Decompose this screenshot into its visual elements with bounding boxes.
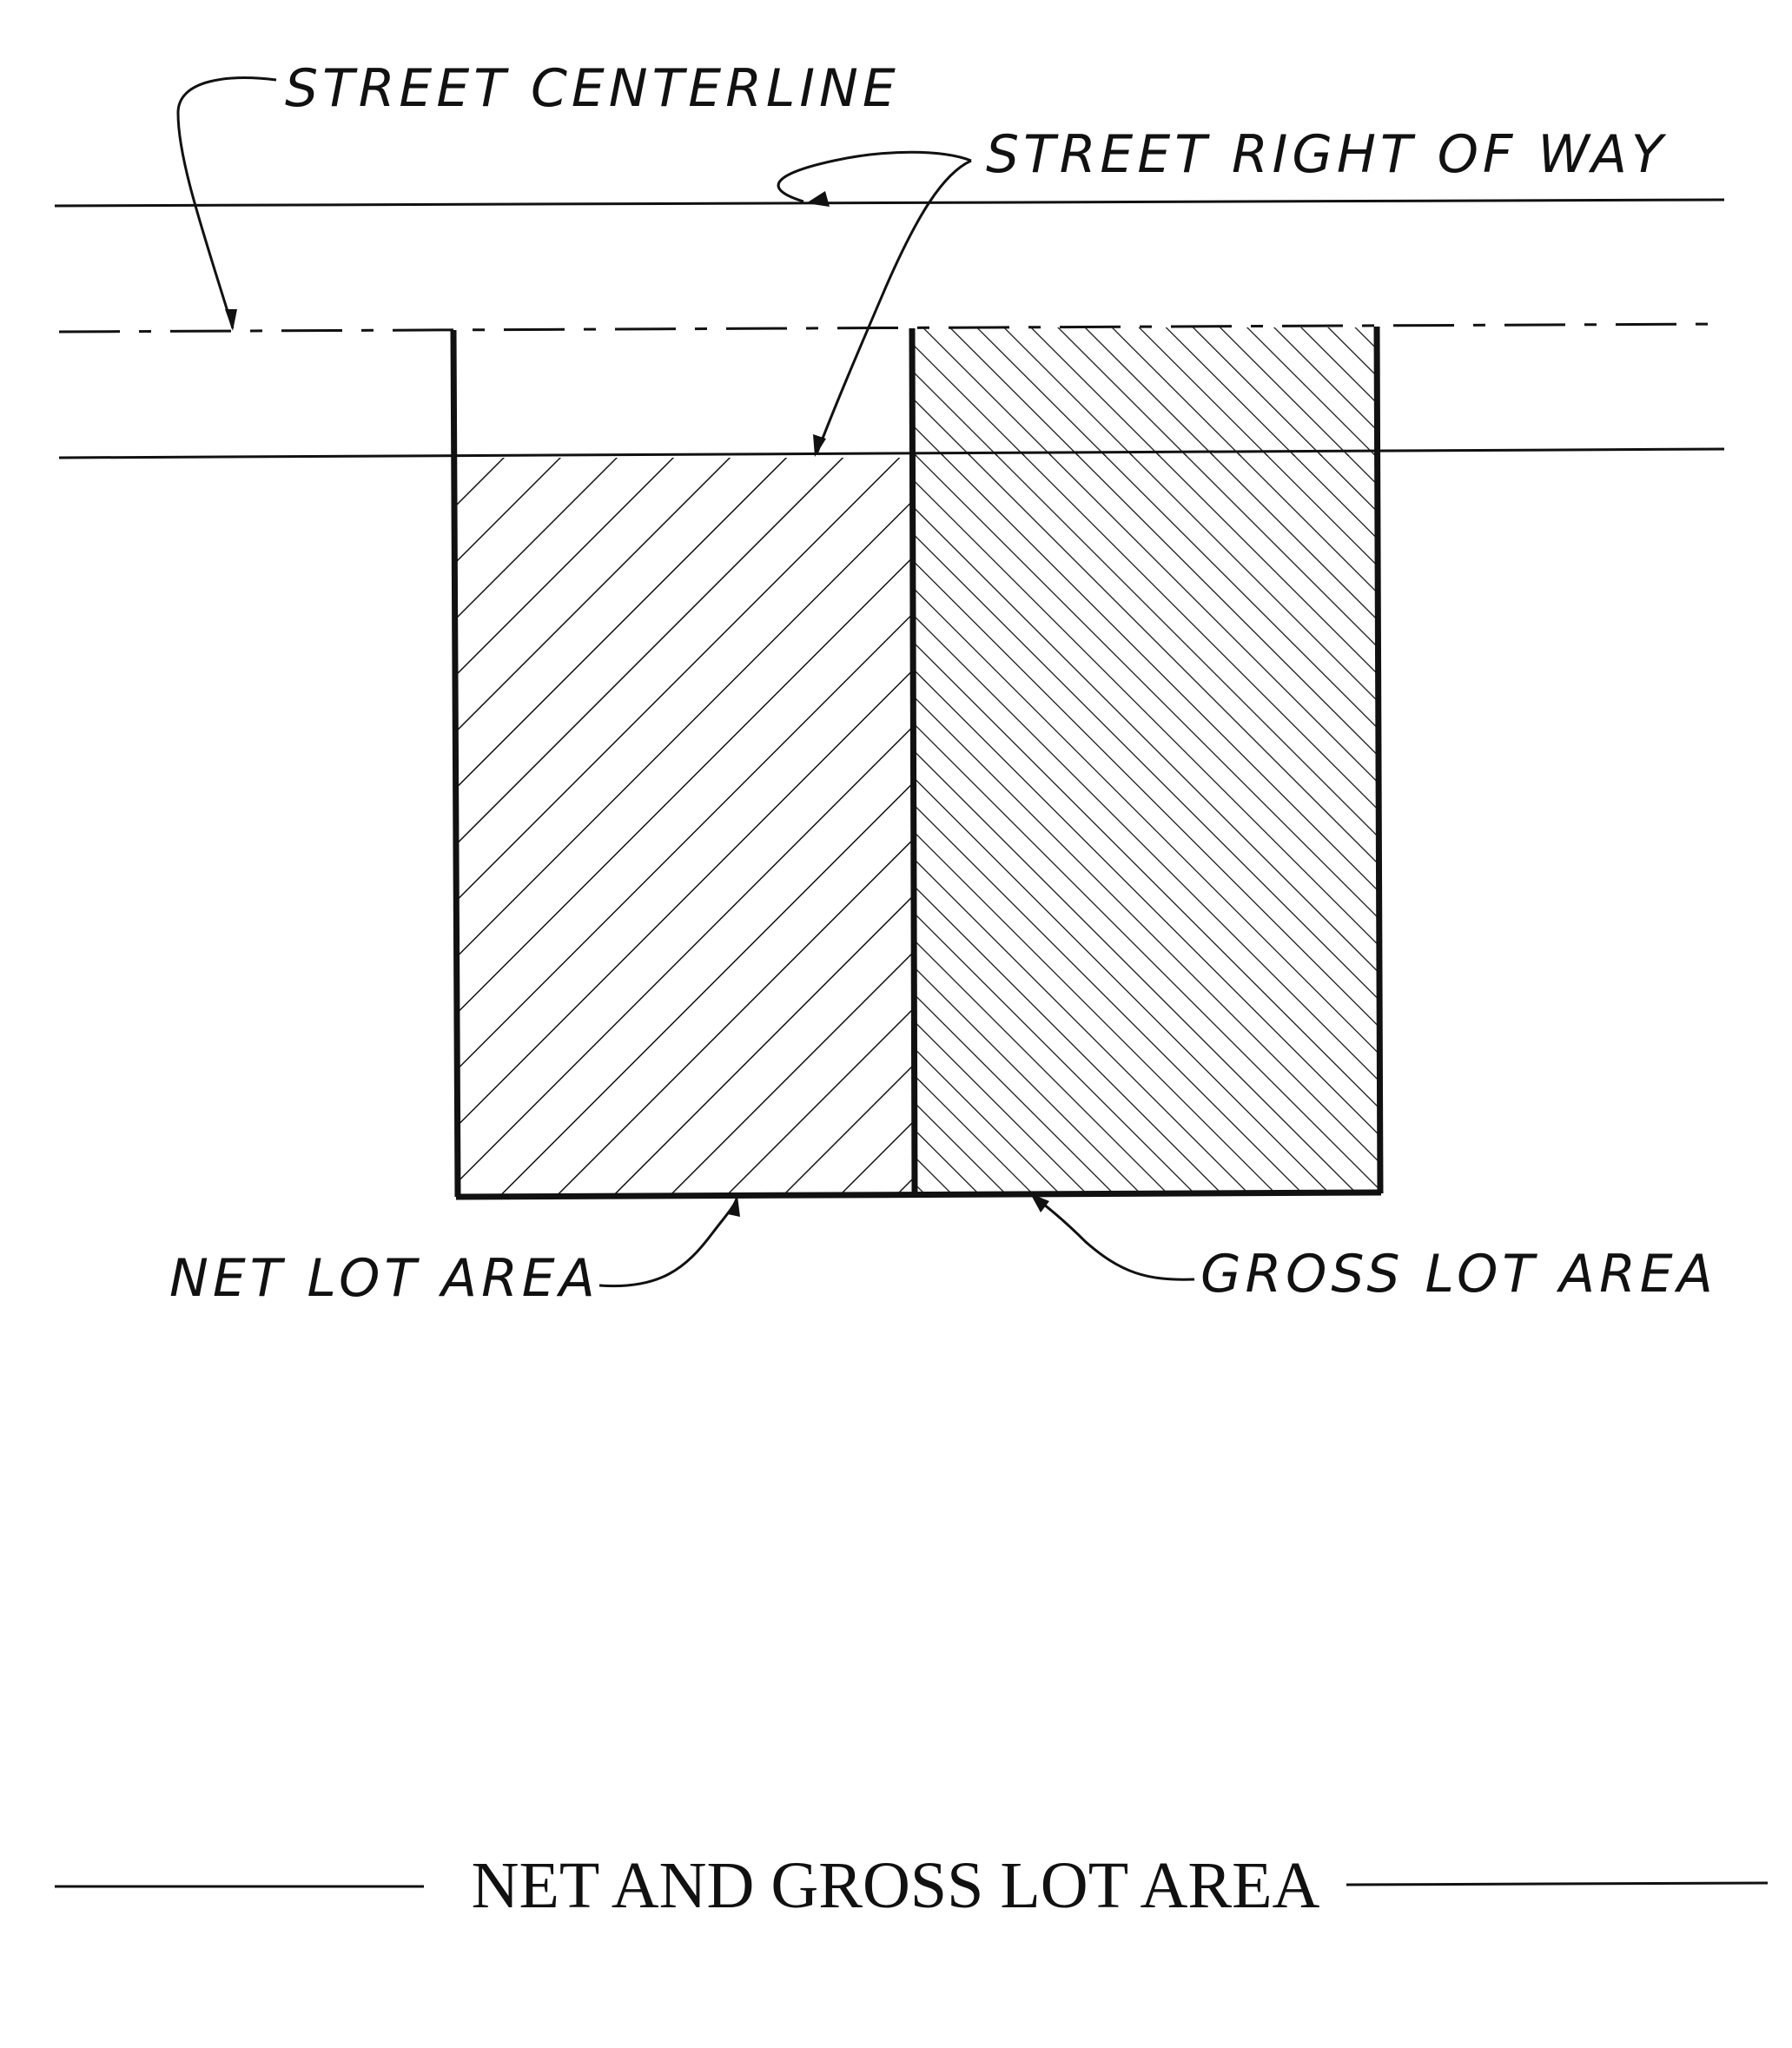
lot-right-boundary — [1373, 326, 1384, 1194]
right-of-way-upper-line — [54, 198, 1725, 208]
net-lot-area-hatch — [455, 458, 913, 1196]
caption-right-rule — [1346, 1881, 1769, 1886]
net-lot-area-leader — [598, 1198, 738, 1288]
gross-lot-street-portion-hatch — [913, 327, 1378, 456]
right-of-way-leader-upper — [777, 150, 972, 203]
lot-bottom-boundary — [455, 1189, 1382, 1200]
diagram-caption: NET AND GROSS LOT AREA — [472, 1849, 1320, 1922]
gross-lot-area-label: GROSS LOT AREA — [1200, 1244, 1717, 1305]
street-centerline — [58, 322, 1725, 334]
street-centerline-label: STREET CENTERLINE — [285, 58, 900, 119]
right-of-way-lower-line — [58, 447, 1725, 459]
lot-middle-boundary — [909, 327, 918, 1196]
street-centerline-arrowhead — [225, 309, 237, 331]
net-lot-area-arrowhead — [728, 1196, 740, 1217]
street-centerline-leader — [176, 76, 277, 329]
street-right-of-way-label: STREET RIGHT OF WAY — [986, 124, 1668, 185]
lot-left-boundary — [450, 329, 461, 1198]
gross-lot-area-hatch — [913, 453, 1378, 1194]
right-of-way-leader-lower — [815, 159, 972, 455]
right-of-way-arrowhead-upper — [806, 191, 830, 207]
net-lot-area-label: NET LOT AREA — [169, 1248, 599, 1309]
gross-lot-area-leader — [1031, 1193, 1195, 1281]
right-of-way-arrowhead-lower — [813, 434, 826, 457]
gross-lot-area-arrowhead — [1030, 1193, 1049, 1212]
